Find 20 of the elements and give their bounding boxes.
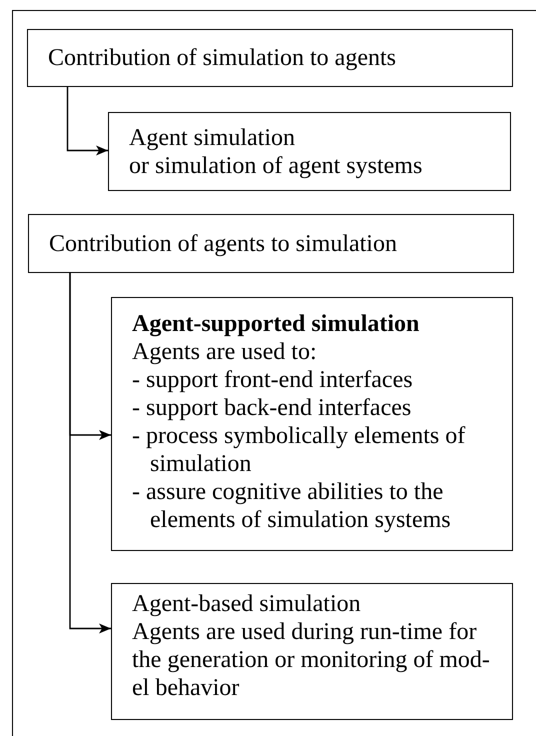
box-heading: Agent-supported simulation (132, 310, 420, 338)
box-text: Contribution of agents to simulation (49, 230, 398, 258)
list-item: - process symbolically elements of simulation (132, 422, 466, 478)
box-text: Agent simulation (129, 124, 296, 152)
box-text: Contribution of simulation to agents (48, 44, 397, 72)
box-text: Agents are used during run-time for the generation or monitoring of mod-el behavior (132, 618, 491, 702)
box-text: or simulation of agent systems (129, 152, 424, 180)
concept-box (108, 112, 511, 191)
list-item: - assure cognitive abilities to the elements of simulation systems (132, 478, 452, 534)
list-item: - support back-end interfaces (132, 394, 412, 422)
concept-box (111, 583, 513, 720)
outer-frame (12, 10, 536, 736)
connector-arrow (66, 87, 108, 156)
category-box (27, 29, 513, 87)
concept-box (111, 297, 513, 551)
category-box (28, 214, 514, 273)
box-text: Agents are used to: (132, 338, 318, 366)
connector-arrow (69, 273, 111, 634)
box-text: Agent-based simulation (132, 590, 362, 618)
list-item: - support front-end interfaces (132, 366, 414, 394)
